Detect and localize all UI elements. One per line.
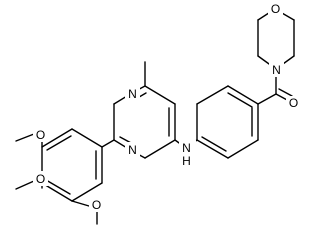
atom-label-bg — [89, 197, 104, 212]
bond — [201, 136, 227, 152]
morpholine-oxygen-label: O — [271, 2, 280, 16]
bond — [45, 179, 71, 195]
bond — [257, 93, 277, 105]
bond — [278, 88, 293, 97]
bond — [227, 85, 259, 105]
bond — [196, 85, 229, 105]
bond — [71, 200, 90, 207]
atom-label-bg — [179, 140, 196, 170]
atom-label-bg — [125, 86, 140, 101]
bond — [101, 139, 115, 148]
bond — [196, 139, 229, 159]
atom-labels: O N O N H N N O O O — [33, 1, 301, 212]
atom-label-bg — [286, 96, 301, 111]
bond — [15, 180, 35, 190]
bonds — [15, 8, 295, 225]
bond — [144, 139, 176, 159]
methoxy-oxygen-middle-label: O — [36, 172, 45, 186]
atom-label-bg — [268, 1, 283, 16]
atom-label-bg — [33, 127, 48, 142]
atom-label-bg — [269, 62, 284, 77]
bond — [46, 135, 72, 151]
methoxy-oxygen-upper-label: O — [36, 128, 45, 142]
bond — [71, 182, 103, 202]
bond — [227, 139, 259, 159]
bond — [41, 128, 73, 148]
bond — [144, 85, 176, 105]
morpholine-nitrogen-label: N — [272, 63, 281, 77]
pyrimidine-n3-label: N — [128, 143, 137, 157]
bond — [15, 133, 35, 142]
methoxy-oxygen-lower-label: O — [92, 198, 101, 212]
amine-hydrogen-label: H — [182, 154, 191, 168]
bond — [227, 92, 253, 108]
atom-label-bg — [33, 171, 48, 186]
carbonyl-oxygen-label: O — [289, 96, 298, 110]
pyrimidine-n1-label: N — [128, 87, 137, 101]
atom-label-bg — [125, 142, 140, 157]
bond — [71, 128, 103, 148]
amine-nitrogen-label: N — [182, 141, 191, 155]
